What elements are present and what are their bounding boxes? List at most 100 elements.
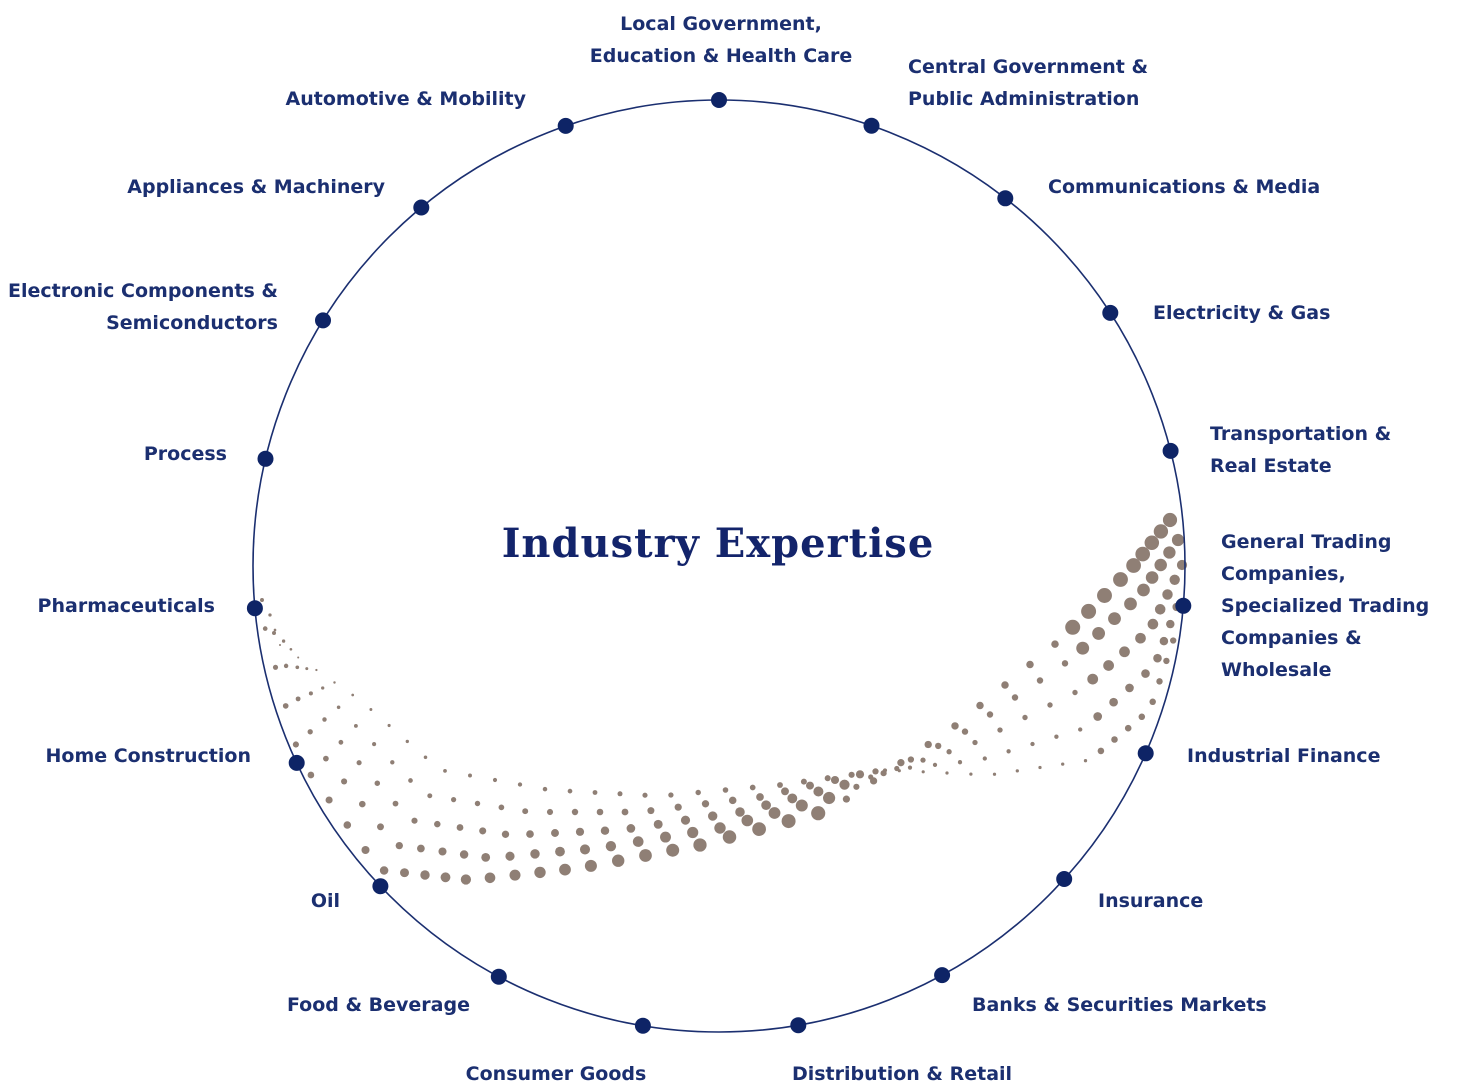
halftone-dot	[343, 821, 352, 829]
halftone-dot	[1061, 660, 1069, 667]
halftone-dot	[1124, 724, 1132, 732]
halftone-dot	[434, 820, 441, 828]
halftone-dot	[596, 808, 604, 816]
halftone-dot	[443, 769, 447, 773]
halftone-dot	[387, 723, 391, 728]
halftone-dot	[666, 843, 680, 857]
halftone-dot	[295, 665, 300, 670]
industry-label-line: Companies &	[1221, 627, 1362, 649]
halftone-dot	[295, 696, 301, 702]
industry-label-line: Consumer Goods	[465, 1063, 647, 1085]
halftone-dot	[484, 872, 496, 884]
industry-label-line: Distribution & Retail	[791, 1063, 1013, 1085]
halftone-dot	[1154, 604, 1166, 615]
industry-label-line: Public Administration	[908, 88, 1140, 110]
halftone-dot	[855, 770, 865, 779]
halftone-dot	[390, 760, 395, 765]
halftone-dot	[961, 728, 969, 735]
industry-label-oil: Oil	[311, 885, 340, 917]
halftone-dot	[1103, 660, 1114, 671]
industry-node-transportation-real-estate	[1162, 442, 1179, 459]
halftone-dot	[1162, 512, 1178, 528]
halftone-dot	[787, 793, 798, 804]
halftone-dot	[333, 681, 336, 684]
halftone-dot	[921, 770, 925, 774]
halftone-dot	[505, 851, 515, 861]
halftone-dot	[1111, 736, 1118, 743]
halftone-dot	[262, 626, 268, 631]
halftone-dot	[1087, 673, 1099, 685]
halftone-dot	[351, 693, 355, 697]
halftone-dot	[509, 869, 521, 881]
halftone-dot	[621, 808, 629, 816]
halftone-dot	[795, 799, 808, 812]
halftone-dot	[372, 742, 377, 747]
halftone-dot	[647, 807, 655, 815]
halftone-dot	[281, 639, 286, 643]
halftone-dot	[768, 807, 781, 819]
halftone-dot	[278, 643, 282, 647]
halftone-dot	[1038, 765, 1042, 770]
halftone-dot	[722, 787, 729, 793]
halftone-dot	[526, 830, 534, 838]
halftone-dot	[642, 792, 648, 798]
industry-label-line: Electronic Components &	[7, 280, 278, 302]
halftone-dot	[907, 765, 913, 770]
halftone-dot	[1154, 558, 1167, 572]
industry-node-home-construction	[288, 754, 305, 771]
halftone-dot	[379, 866, 389, 875]
halftone-dot	[408, 778, 413, 783]
halftone-dot	[997, 727, 1003, 733]
halftone-dot	[307, 729, 313, 735]
halftone-dot	[1072, 689, 1078, 696]
halftone-dot	[897, 769, 901, 773]
industry-label-electronic-components: Electronic Components & Semiconductors	[8, 275, 278, 339]
halftone-dot	[474, 800, 481, 807]
industry-label-electricity-gas: Electricity & Gas	[1153, 297, 1330, 329]
halftone-dot	[501, 830, 510, 838]
industry-label-line: Communications & Media	[1048, 176, 1321, 198]
halftone-dot	[1061, 762, 1065, 766]
halftone-dot	[1026, 660, 1034, 669]
halftone-dot	[579, 844, 591, 855]
halftone-dot	[369, 708, 373, 711]
halftone-dot	[992, 772, 997, 776]
halftone-dot	[1135, 632, 1146, 644]
industry-node-group	[246, 92, 1192, 1034]
diagram-title: Industry Expertise	[501, 520, 935, 567]
halftone-dot	[392, 800, 399, 807]
halftone-dot	[1011, 694, 1019, 701]
halftone-dot	[1078, 727, 1083, 732]
halftone-dot	[498, 804, 505, 811]
halftone-dot-pattern	[260, 512, 1188, 885]
halftone-dot	[1144, 535, 1160, 550]
halftone-dot	[321, 686, 325, 690]
halftone-dot	[842, 795, 850, 803]
halftone-dot	[315, 668, 318, 672]
halftone-dot	[1054, 734, 1059, 739]
halftone-dot	[479, 827, 487, 835]
halftone-dot	[1138, 713, 1146, 721]
halftone-dot	[571, 808, 579, 816]
industry-node-insurance	[1056, 871, 1073, 887]
halftone-dot	[761, 800, 771, 811]
industry-label-line: General Trading	[1221, 531, 1392, 553]
halftone-dot	[695, 789, 701, 796]
halftone-dot	[660, 831, 671, 843]
halftone-dot	[920, 757, 926, 763]
industry-label-line: Semiconductors	[106, 312, 278, 334]
industry-label-line: Wholesale	[1221, 659, 1332, 681]
industry-label-line: Home Construction	[45, 745, 251, 767]
halftone-dot	[946, 749, 952, 755]
halftone-dot	[882, 768, 888, 773]
industry-label-consumer-goods: Consumer Goods	[396, 1058, 716, 1090]
halftone-dot	[377, 823, 384, 831]
halftone-dot	[605, 841, 617, 852]
halftone-dot	[1022, 714, 1028, 721]
industry-label-line: Insurance	[1098, 890, 1204, 912]
halftone-dot	[1065, 619, 1081, 635]
industry-node-process	[257, 450, 274, 467]
halftone-dot	[272, 631, 276, 635]
halftone-dot	[752, 822, 766, 836]
halftone-dot	[1047, 702, 1053, 708]
